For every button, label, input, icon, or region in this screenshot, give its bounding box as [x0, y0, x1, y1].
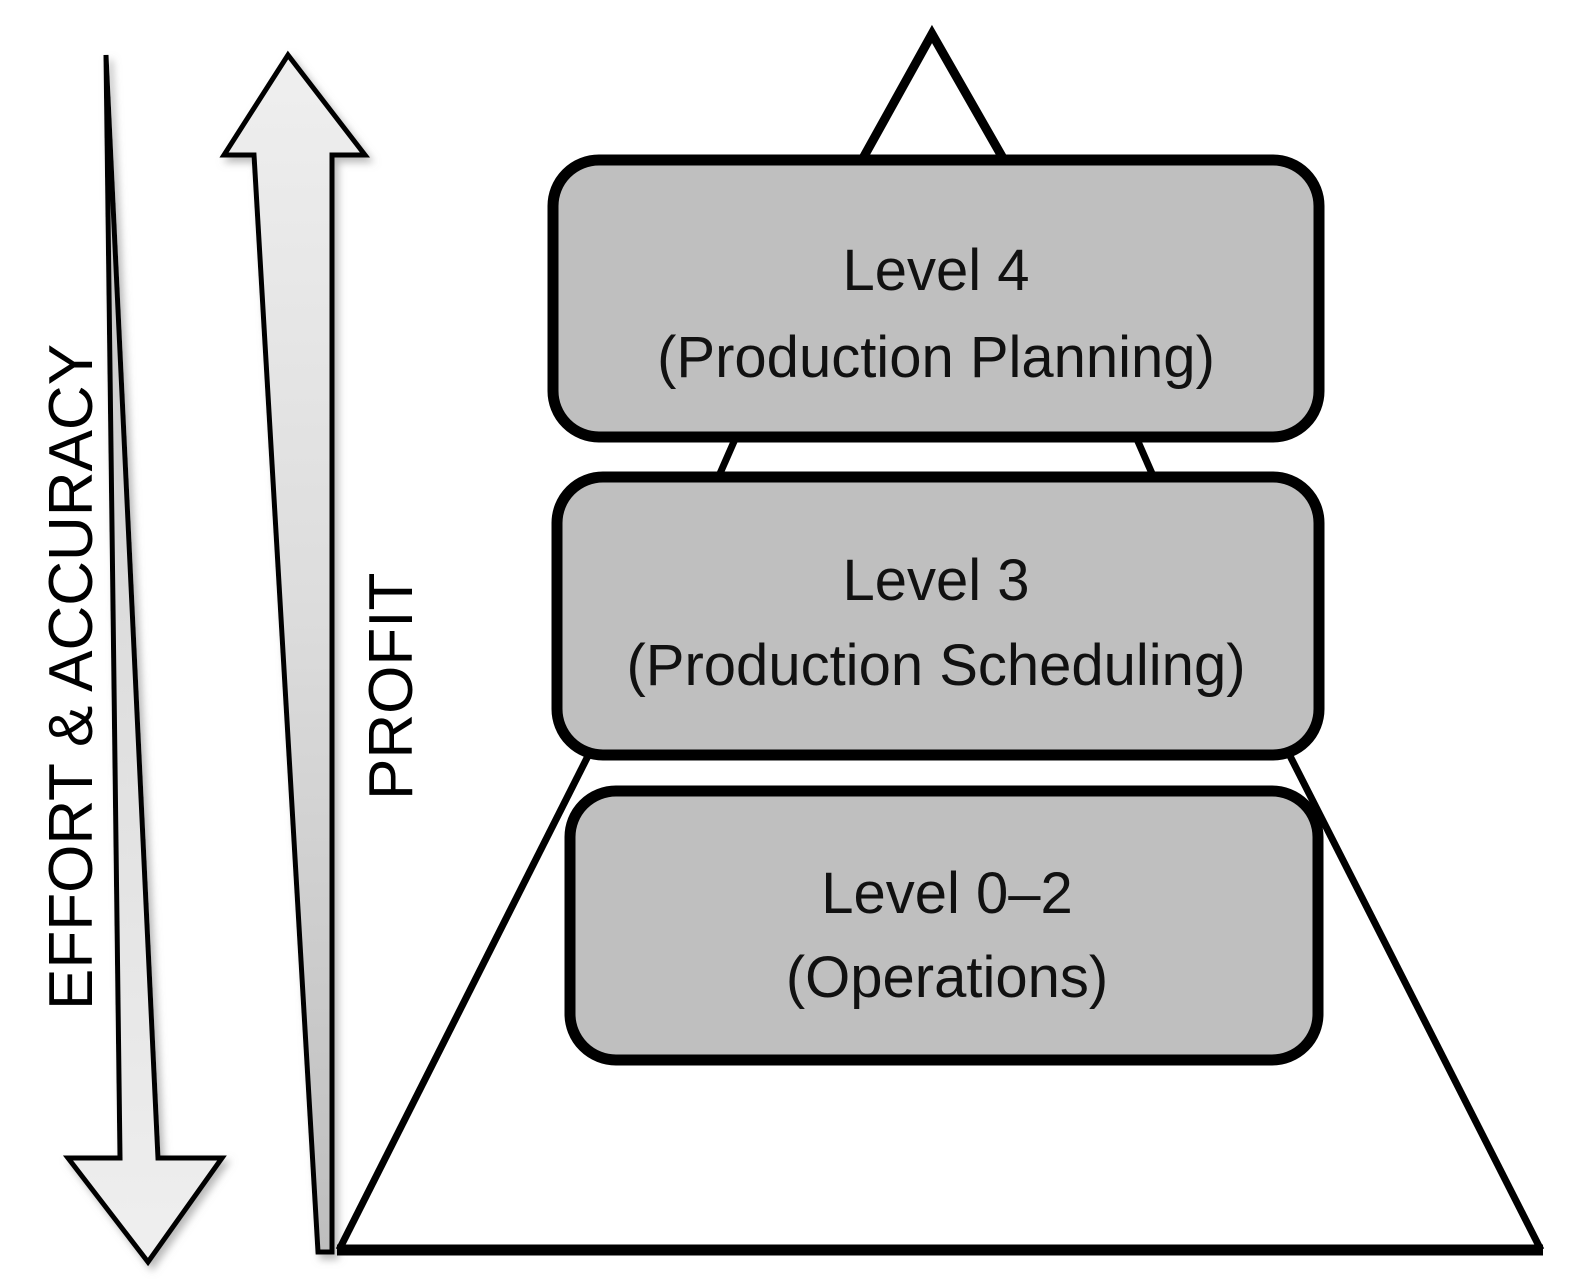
profit-arrow-icon — [219, 50, 371, 1255]
effort-accuracy-arrow-group — [62, 54, 227, 1267]
pyramid-left-edge-seg-2 — [335, 750, 594, 1252]
level-3-subtitle: (Production Scheduling) — [626, 633, 1245, 698]
level-3-box-shape[interactable] — [551, 471, 1325, 761]
level-4-subtitle: (Production Planning) — [657, 325, 1215, 390]
effort-accuracy-axis-label: EFFORT & ACCURACY — [37, 344, 106, 1010]
level-0-2-box-shape[interactable] — [564, 785, 1324, 1066]
effort-accuracy-arrow-icon — [62, 54, 227, 1267]
pyramid-apex-triangle-icon — [854, 24, 1012, 165]
level-3-box[interactable]: Level 3 (Production Scheduling) — [551, 471, 1325, 761]
level-4-box-shape[interactable] — [547, 154, 1325, 443]
level-4-title: Level 4 — [842, 238, 1029, 303]
level-3-title: Level 3 — [842, 548, 1029, 613]
pyramid-outline-group — [335, 24, 1545, 1256]
profit-arrow-group — [219, 50, 371, 1255]
level-0-2-box[interactable]: Level 0–2 (Operations) — [564, 785, 1324, 1066]
level-0-2-subtitle: (Operations) — [786, 945, 1108, 1010]
pyramid-right-edge-seg-1 — [1132, 435, 1158, 480]
pyramid-right-edge-seg-2 — [1284, 750, 1545, 1252]
level-4-box[interactable]: Level 4 (Production Planning) — [547, 154, 1325, 443]
pyramid-left-edge-seg-1 — [714, 435, 740, 480]
level-0-2-title: Level 0–2 — [821, 861, 1073, 926]
profit-axis-label: PROFIT — [357, 573, 426, 800]
